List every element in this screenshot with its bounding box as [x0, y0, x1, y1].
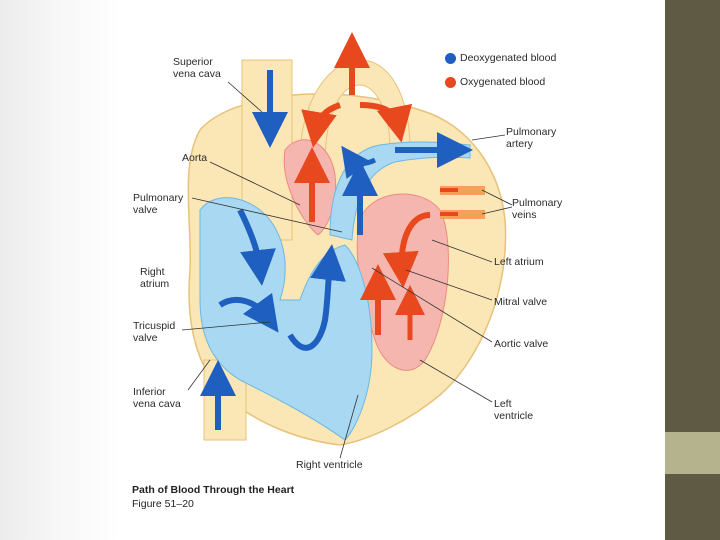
- label-superior-vena-cava: Superior vena cava: [173, 56, 221, 80]
- caption-title: Path of Blood Through the Heart: [132, 484, 295, 496]
- label-aortic-valve: Aortic valve: [494, 338, 549, 350]
- flow-arrow-aorta-left: [301, 102, 342, 148]
- leader-pulmonary-veins-2: [481, 206, 513, 215]
- legend-deoxygenated: Deoxygenated blood: [460, 52, 557, 64]
- pulmonary-vein-upper: [440, 186, 485, 195]
- label-left-ventricle: Left ventricle: [494, 398, 534, 422]
- side-bar-dark-bottom: [665, 474, 720, 540]
- flow-arrow-pa-left: [341, 145, 377, 179]
- leader-aorta: [209, 161, 301, 206]
- leader-pulmonary-veins-1: [481, 189, 513, 206]
- legend-dot-oxygenated: [445, 77, 456, 88]
- side-bar-dark: [665, 0, 720, 432]
- label-right-ventricle: Right ventricle: [296, 459, 363, 471]
- legend-oxygenated: Oxygenated blood: [460, 76, 546, 88]
- flow-arrow-rv: [287, 244, 346, 351]
- leader-left-ventricle: [419, 359, 493, 403]
- leader-tricuspid-valve: [181, 321, 271, 331]
- flow-arrow-tricuspid: [218, 292, 279, 333]
- flow-arrow-aorta-right: [359, 102, 413, 143]
- label-left-atrium: Left atrium: [494, 256, 544, 268]
- label-pulmonary-veins: Pulmonary veins: [512, 197, 563, 221]
- caption-figure-number: Figure 51–20: [132, 498, 194, 510]
- leader-pulmonary-valve: [191, 197, 343, 233]
- leader-aortic-valve: [371, 267, 493, 343]
- leader-superior-vena-cava: [227, 81, 263, 113]
- heart-diagram: [181, 32, 513, 459]
- side-bar-accent: [665, 432, 720, 474]
- label-right-atrium: Right atrium: [140, 266, 170, 290]
- pulmonary-vein-lower: [440, 210, 485, 219]
- label-pulmonary-artery: Pulmonary artery: [506, 126, 557, 150]
- legend-dot-deoxygenated: [445, 53, 456, 64]
- leader-right-ventricle: [339, 394, 359, 459]
- flow-arrow-left-atrium: [382, 212, 431, 288]
- label-pulmonary-valve: Pulmonary valve: [133, 192, 184, 216]
- label-inferior-vena-cava: Inferior vena cava: [133, 386, 181, 410]
- leader-left-atrium: [431, 239, 493, 263]
- leader-mitral-valve: [405, 269, 493, 301]
- label-mitral-valve: Mitral valve: [494, 296, 548, 308]
- leader-pulmonary-artery: [471, 134, 506, 141]
- leader-inferior-vena-cava: [187, 359, 211, 391]
- flow-arrow-ra: [237, 208, 276, 286]
- label-tricuspid-valve: Tricuspid valve: [133, 320, 176, 344]
- label-aorta: Aorta: [182, 152, 208, 164]
